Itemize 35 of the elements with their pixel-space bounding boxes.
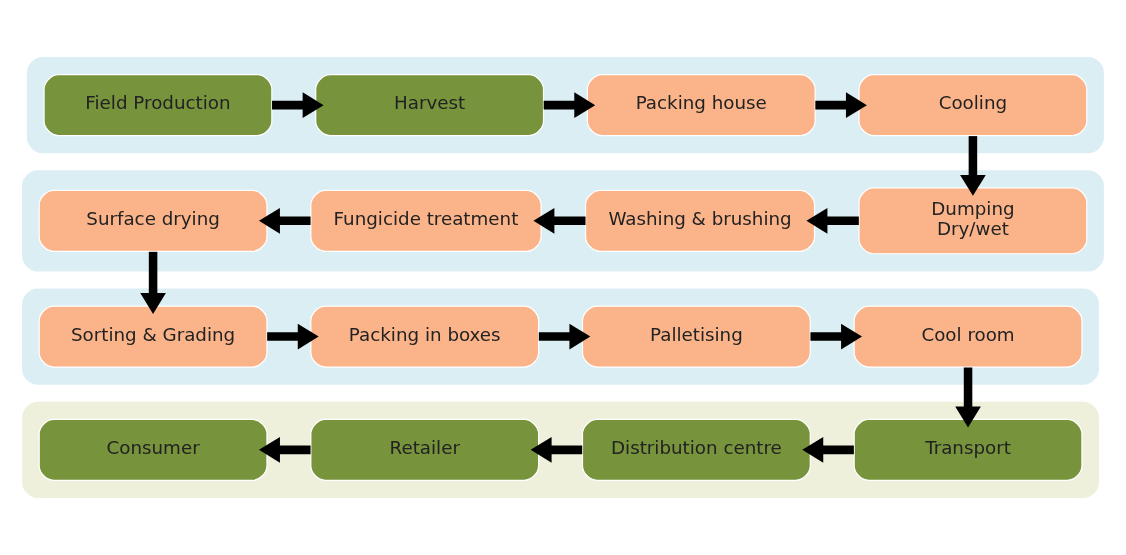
node-box: Sorting & Grading [38,305,268,368]
arrow [258,208,311,234]
node-box: Transport [853,418,1083,481]
node-box: Cool room [853,305,1083,368]
arrow [267,323,319,350]
cluster [22,401,1099,498]
node-box: Surface drying [38,189,268,252]
node-box: Retailer [310,418,540,481]
cluster [22,288,1099,385]
node-box: Packing in boxes [310,305,540,368]
node-box: Dumping Dry/wet [858,187,1088,255]
arrow [140,251,166,314]
node-box: Packing house [586,74,816,137]
node-box: Cooling [858,74,1088,137]
node-box: Harvest [315,74,545,137]
arrow [815,92,867,118]
node-box: Palletising [581,305,811,368]
node-box: Washing & brushing [584,189,816,252]
arrow [533,208,586,234]
arrow [538,323,591,350]
node-box: Fungicide treatment [310,189,542,252]
arrow [810,323,863,350]
node-box: Consumer [38,418,268,481]
arrow [806,208,859,234]
arrow [259,437,311,463]
cluster [22,170,1104,272]
node-box: Field Production [43,74,273,137]
cluster [27,57,1104,154]
arrow [272,92,324,118]
node-box: Distribution centre [581,418,811,481]
arrow [960,136,986,196]
arrow [955,367,981,428]
arrow [530,437,583,463]
arrow [543,92,596,118]
arrow [802,437,854,463]
